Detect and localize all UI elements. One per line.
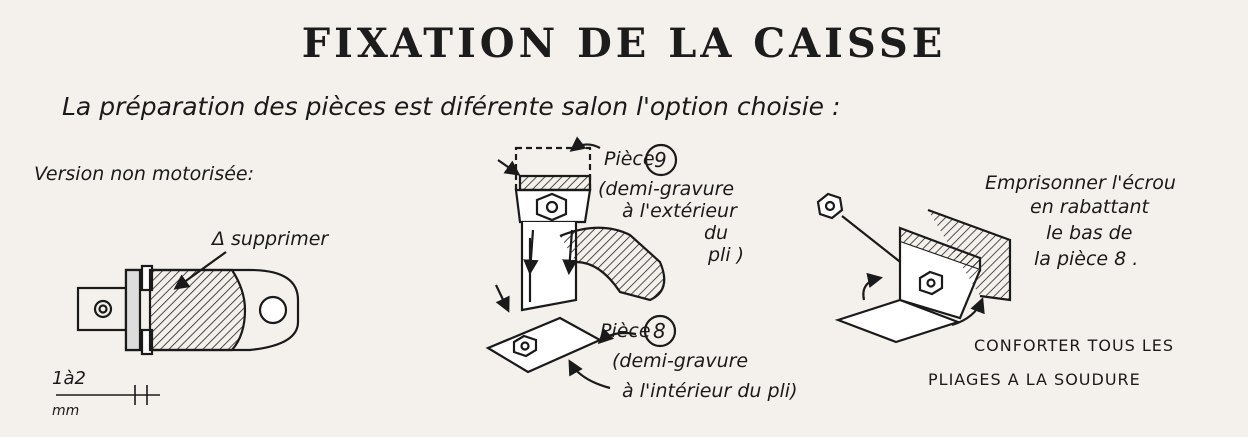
left-round-hole xyxy=(258,295,288,325)
piece9-note-4: pli ) xyxy=(708,244,745,266)
piece9-number: 9 xyxy=(654,148,667,172)
left-body xyxy=(124,268,300,352)
piece9-note-3: du xyxy=(704,222,729,244)
left-hole xyxy=(93,299,113,319)
piece9-curved-part xyxy=(559,226,666,302)
left-figure xyxy=(56,251,300,405)
dimension-label: 1à2 xyxy=(52,368,86,389)
piece9-nut xyxy=(535,192,568,222)
piece9-label: Pièce xyxy=(604,148,655,170)
right-figure xyxy=(816,192,1012,344)
right-caps-2: PLIAGES A LA SOUDURE xyxy=(928,370,1141,389)
version-label: Version non motorisée: xyxy=(34,163,254,185)
right-note-3: le bas de xyxy=(1046,222,1133,244)
right-nut xyxy=(918,270,944,296)
middle-figure xyxy=(485,136,678,390)
right-note-4: la pièce 8 . xyxy=(1034,248,1139,270)
unit-label: mm xyxy=(52,403,80,419)
supprimer-arrow xyxy=(173,251,227,290)
piece8-nut xyxy=(512,334,538,358)
page-title: FIXATION DE LA CAISSE xyxy=(301,20,947,67)
piece9-note-1: (demi-gravure xyxy=(598,178,735,200)
right-caps-1: CONFORTER TOUS LES xyxy=(974,336,1175,355)
right-note-1: Emprisonner l'écrou xyxy=(985,172,1176,194)
piece8-note-1: (demi-gravure xyxy=(612,350,749,372)
piece9-note-2: à l'extérieur xyxy=(622,200,737,222)
piece9-circle xyxy=(644,143,678,177)
left-tab xyxy=(76,286,128,332)
loose-nut xyxy=(816,192,844,220)
right-note-2: en rabattant xyxy=(1030,196,1149,218)
intro-text: La préparation des pièces est diférente … xyxy=(62,92,841,121)
right-back-wall xyxy=(927,208,1012,302)
piece8-label: Pièce xyxy=(600,320,651,342)
piece8-number: 8 xyxy=(653,319,666,343)
supprimer-label: Δ supprimer xyxy=(212,228,329,250)
left-hatched-area xyxy=(148,268,247,352)
piece8-plate xyxy=(485,316,603,374)
piece8-circle xyxy=(643,314,677,348)
piece8-note-2: à l'intérieur du pli) xyxy=(622,380,798,402)
